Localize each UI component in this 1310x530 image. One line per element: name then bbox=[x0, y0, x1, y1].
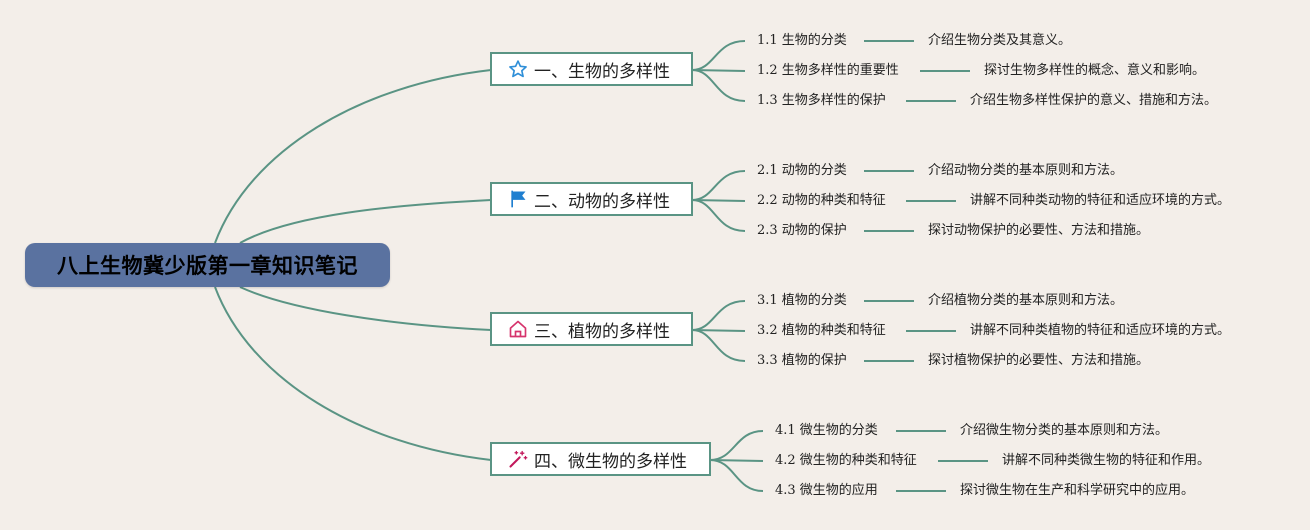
branch-topic-4[interactable]: 四、微生物的多样性 bbox=[490, 442, 711, 476]
leaf-desc-1-2: 探讨生物多样性的概念、意义和影响。 bbox=[984, 63, 1206, 78]
magic-wand-icon bbox=[508, 449, 528, 469]
leaf-title-4-2[interactable]: 4.2 微生物的种类和特征 bbox=[775, 453, 917, 468]
connector-b2-l1 bbox=[691, 170, 746, 201]
branch-topic-2[interactable]: 二、动物的多样性 bbox=[490, 182, 693, 216]
leaf-desc-3-2: 讲解不同种类植物的特征和适应环境的方式。 bbox=[970, 323, 1231, 338]
leaf-title-1-3[interactable]: 1.3 生物多样性的保护 bbox=[757, 93, 886, 108]
leaf-desc-2-3: 探讨动物保护的必要性、方法和措施。 bbox=[928, 223, 1150, 238]
leaf-connector bbox=[906, 100, 956, 102]
leaf-title-4-3[interactable]: 4.3 微生物的应用 bbox=[775, 483, 878, 498]
connector-b4-l2 bbox=[709, 459, 764, 462]
leaf-desc-3-3: 探讨植物保护的必要性、方法和措施。 bbox=[928, 353, 1150, 368]
leaf-connector bbox=[906, 200, 956, 202]
leaf-title-3-2[interactable]: 3.2 植物的种类和特征 bbox=[757, 323, 886, 338]
connector-b3-l1 bbox=[691, 300, 746, 331]
leaf-connector bbox=[896, 490, 946, 492]
branch-topic-1[interactable]: 一、生物的多样性 bbox=[490, 52, 693, 86]
leaf-connector bbox=[906, 330, 956, 332]
leaf-title-2-2[interactable]: 2.2 动物的种类和特征 bbox=[757, 193, 886, 208]
leaf-desc-1-1: 介绍生物分类及其意义。 bbox=[928, 33, 1072, 48]
house-icon bbox=[508, 319, 528, 339]
leaf-title-4-1[interactable]: 4.1 微生物的分类 bbox=[775, 423, 878, 438]
leaf-title-3-3[interactable]: 3.3 植物的保护 bbox=[757, 353, 847, 368]
leaf-connector bbox=[864, 300, 914, 302]
leaf-title-1-1[interactable]: 1.1 生物的分类 bbox=[757, 33, 847, 48]
leaf-title-3-1[interactable]: 3.1 植物的分类 bbox=[757, 293, 847, 308]
star-icon bbox=[508, 59, 528, 79]
connector-b1-l1 bbox=[691, 40, 746, 71]
connector-root-branch-4 bbox=[214, 286, 492, 461]
connector-b2-l2 bbox=[691, 199, 746, 202]
connector-b1-l2 bbox=[691, 69, 746, 72]
leaf-desc-4-1: 介绍微生物分类的基本原则和方法。 bbox=[960, 423, 1169, 438]
leaf-connector bbox=[896, 430, 946, 432]
branch-label-2: 二、动物的多样性 bbox=[534, 191, 670, 212]
leaf-title-2-1[interactable]: 2.1 动物的分类 bbox=[757, 163, 847, 178]
connector-root-branch-1 bbox=[214, 69, 492, 244]
branch-label-3: 三、植物的多样性 bbox=[534, 321, 670, 342]
branch-label-1: 一、生物的多样性 bbox=[534, 61, 670, 82]
leaf-connector bbox=[864, 360, 914, 362]
connector-b1-l3 bbox=[691, 69, 746, 102]
connector-b3-l2 bbox=[691, 329, 746, 332]
leaf-connector bbox=[864, 170, 914, 172]
connector-root-branch-2 bbox=[239, 199, 492, 244]
leaf-connector bbox=[864, 40, 914, 42]
connector-root-branch-3 bbox=[239, 286, 492, 331]
connector-b3-l3 bbox=[691, 329, 746, 362]
leaf-desc-2-2: 讲解不同种类动物的特征和适应环境的方式。 bbox=[970, 193, 1231, 208]
root-title: 八上生物冀少版第一章知识笔记 bbox=[57, 254, 358, 278]
connector-b4-l1 bbox=[709, 430, 764, 461]
leaf-desc-1-3: 介绍生物多样性保护的意义、措施和方法。 bbox=[970, 93, 1218, 108]
leaf-connector bbox=[938, 460, 988, 462]
leaf-desc-4-2: 讲解不同种类微生物的特征和作用。 bbox=[1002, 453, 1211, 468]
leaf-title-2-3[interactable]: 2.3 动物的保护 bbox=[757, 223, 847, 238]
connector-b2-l3 bbox=[691, 199, 746, 232]
leaf-desc-2-1: 介绍动物分类的基本原则和方法。 bbox=[928, 163, 1124, 178]
leaf-desc-3-1: 介绍植物分类的基本原则和方法。 bbox=[928, 293, 1124, 308]
leaf-title-1-2[interactable]: 1.2 生物多样性的重要性 bbox=[757, 63, 899, 78]
branch-topic-3[interactable]: 三、植物的多样性 bbox=[490, 312, 693, 346]
flag-icon bbox=[508, 189, 528, 209]
leaf-connector bbox=[864, 230, 914, 232]
leaf-connector bbox=[920, 70, 970, 72]
connector-b4-l3 bbox=[709, 459, 764, 492]
branch-label-4: 四、微生物的多样性 bbox=[534, 451, 687, 472]
leaf-desc-4-3: 探讨微生物在生产和科学研究中的应用。 bbox=[960, 483, 1195, 498]
root-topic[interactable]: 八上生物冀少版第一章知识笔记 bbox=[25, 243, 390, 287]
